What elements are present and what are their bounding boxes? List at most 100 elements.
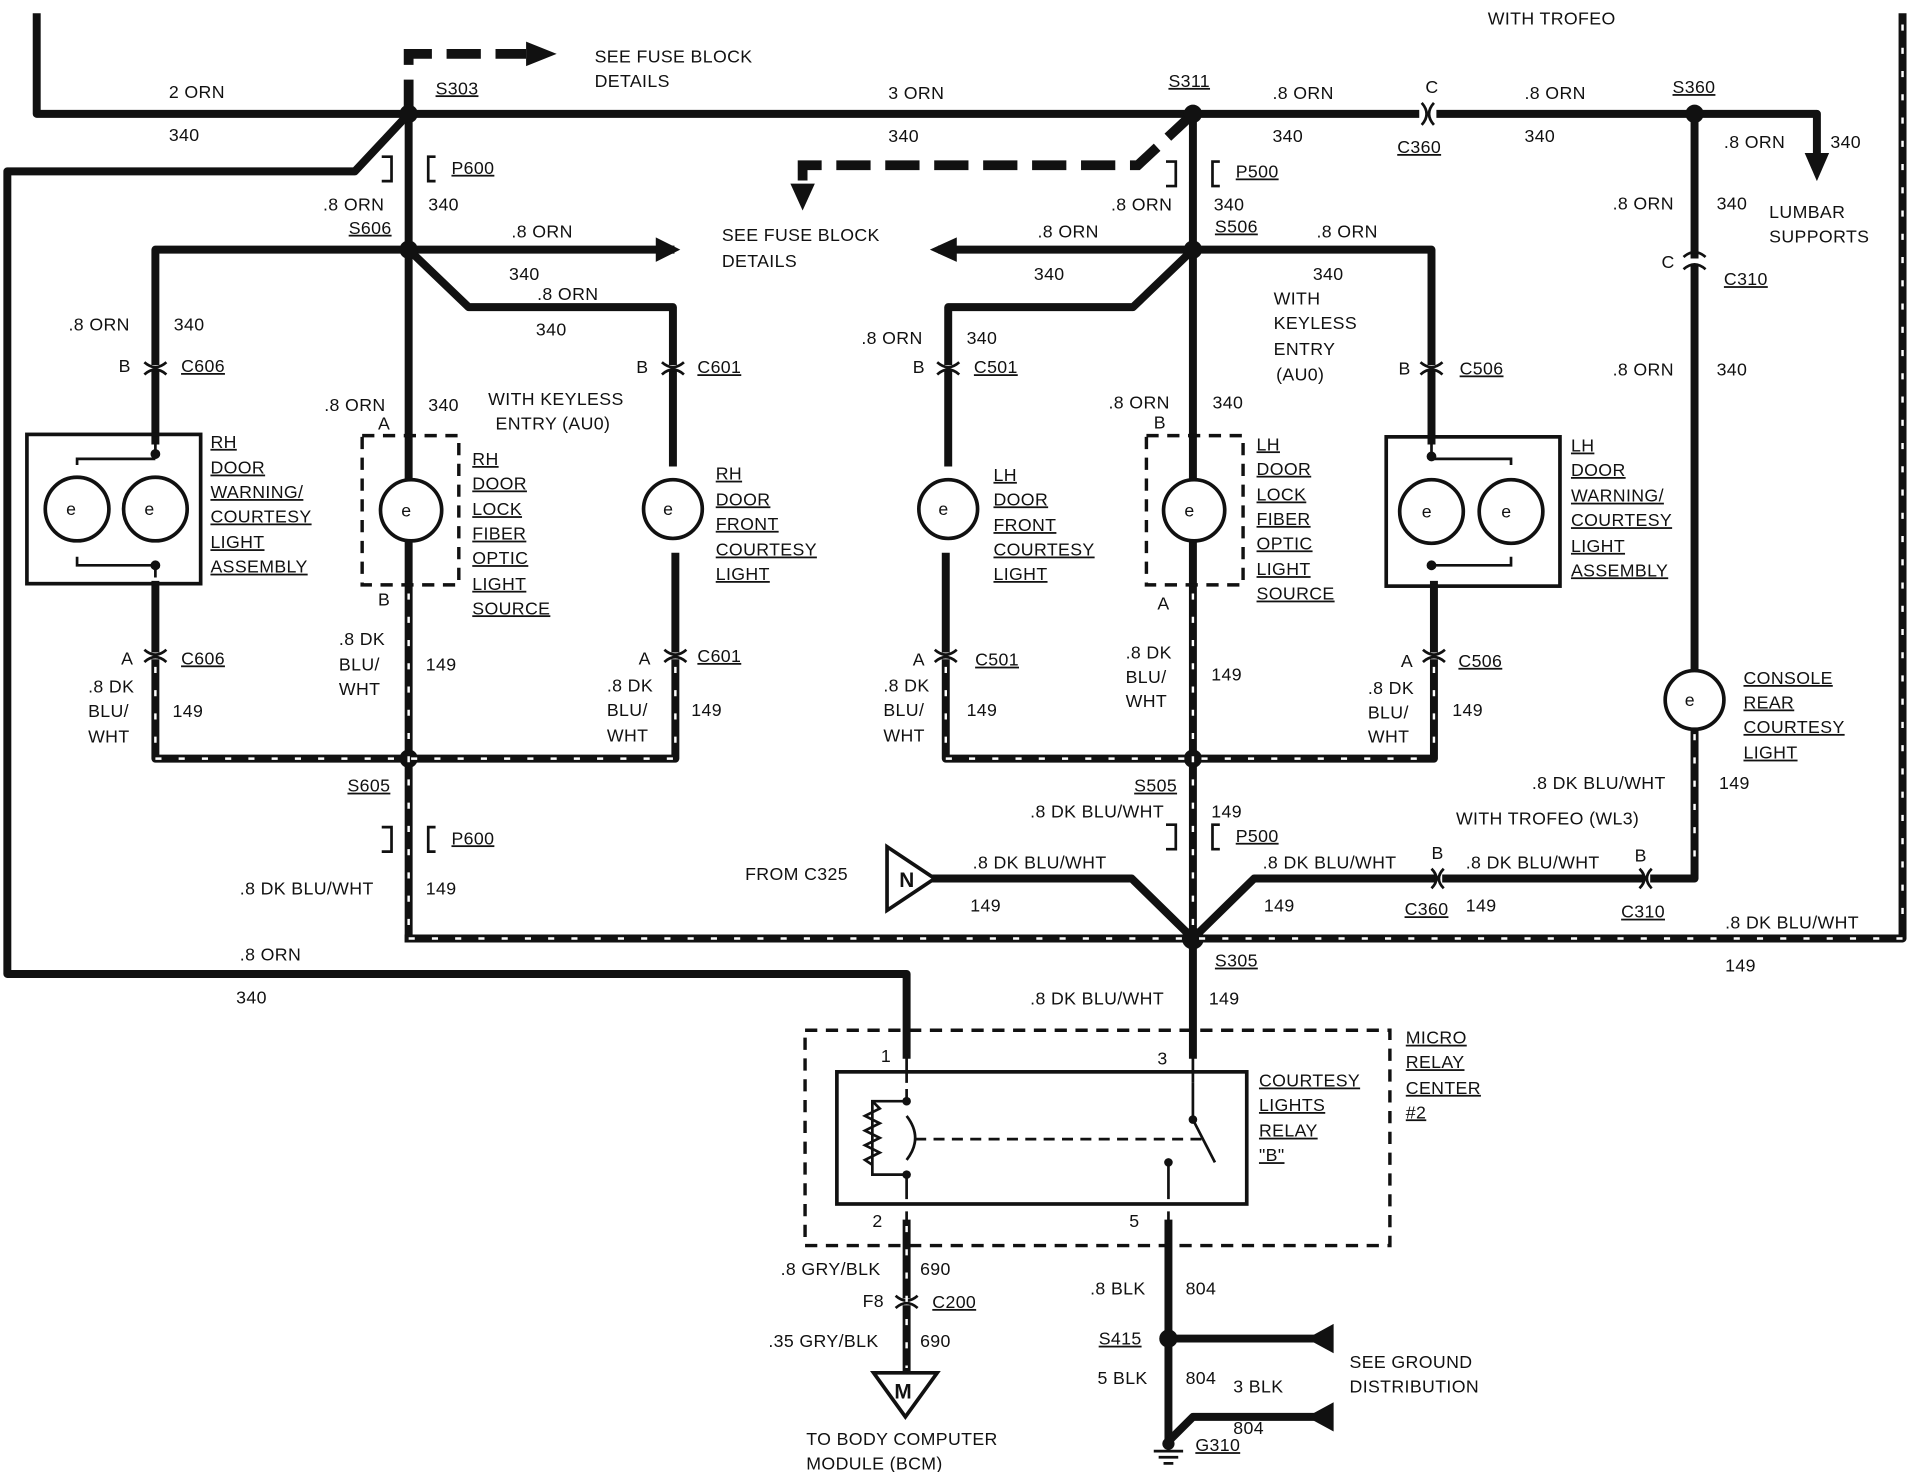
wire-label: WHT: [1368, 727, 1409, 747]
fuse-block-label: SEE FUSE BLOCK: [722, 225, 880, 245]
wire-label: .8 ORN: [324, 395, 385, 415]
connector-c501-bottom: [933, 648, 958, 664]
micro-relay-center: [803, 1028, 1392, 1248]
bulb-icon: [1161, 477, 1227, 543]
wire-label: WHT: [607, 726, 648, 746]
pin-label: A: [121, 648, 133, 668]
shield-marks: [154, 24, 1904, 1368]
arrow-lumbar: [1804, 153, 1830, 182]
svg-text:CONSOLE: CONSOLE: [1743, 668, 1832, 688]
splice-label: S311: [1168, 71, 1210, 91]
wire-label: BLU/: [1126, 667, 1167, 687]
svg-text:e: e: [938, 499, 948, 519]
wire-label: .8 ORN: [1724, 132, 1785, 152]
wire-s506-c501: [944, 244, 1199, 365]
with-trofeo-wl3-label: WITH TROFEO (WL3): [1456, 809, 1639, 829]
connector-label: C501: [974, 357, 1018, 377]
svg-text:OPTIC: OPTIC: [472, 548, 528, 568]
splice-label: S303: [436, 78, 479, 98]
arrow-ground-dist: [1306, 1323, 1334, 1354]
svg-text:LIGHT: LIGHT: [210, 532, 264, 552]
svg-text:FIBER: FIBER: [1257, 509, 1311, 529]
lh-warning-light-assembly: e e: [1384, 435, 1562, 588]
circuit-label: 149: [173, 701, 204, 721]
splice-dots: [399, 104, 1704, 1348]
wire-label: .8 GRY/BLK: [781, 1259, 881, 1279]
wire-label: 2 ORN: [169, 82, 225, 102]
rh-warning-box: [25, 432, 203, 586]
svg-text:DOOR: DOOR: [993, 489, 1048, 509]
svg-text:RELAY: RELAY: [1259, 1121, 1318, 1141]
svg-text:COURTESY: COURTESY: [716, 540, 817, 560]
lumbar-label: LUMBAR: [1769, 202, 1845, 222]
circuit-label: 690: [920, 1259, 951, 1279]
connector-label: P500: [1236, 826, 1279, 846]
connector-label: C501: [975, 650, 1019, 670]
svg-text:LIGHT: LIGHT: [993, 564, 1047, 584]
svg-text:LIGHT: LIGHT: [1743, 743, 1797, 763]
wire-label: .8 ORN: [1524, 83, 1585, 103]
circuit-label: 149: [967, 700, 998, 720]
splice-s360: [1685, 104, 1704, 124]
relay-coil-icon: [862, 1100, 883, 1166]
connector-c310-top: [1682, 250, 1707, 271]
circuit-label: 340: [169, 125, 200, 145]
circuit-label: 149: [1264, 896, 1295, 916]
wire-label: .8 DK: [1368, 678, 1414, 698]
lh-warning-box: [1384, 435, 1562, 588]
circuit-label: 340: [1717, 360, 1748, 380]
circuit-label: 149: [426, 655, 457, 675]
bulb-icon: [43, 475, 111, 543]
svg-text:COURTESY: COURTESY: [1743, 717, 1844, 737]
arrow-fuse-top: [526, 41, 557, 67]
connector-p600-top: [381, 155, 436, 183]
svg-text:LH: LH: [1571, 436, 1594, 456]
pin-label: B: [378, 590, 390, 610]
wire-label: .8 ORN: [861, 328, 922, 348]
arrow-ground-dist-2: [1306, 1402, 1334, 1432]
circuit-label: 149: [1211, 664, 1242, 684]
wire-upper-stubs: [151, 369, 1436, 467]
connector-c360-top: [1420, 101, 1435, 126]
with-trofeo-label: WITH TROFEO: [1488, 9, 1616, 29]
dashed-fuse-mid: [797, 110, 1197, 184]
connector-label: C601: [697, 646, 741, 666]
svg-text:COURTESY: COURTESY: [210, 506, 311, 526]
wire-label: 3 ORN: [888, 83, 944, 103]
wire-label: .8 BLK: [1090, 1279, 1145, 1299]
connector-label: C506: [1460, 358, 1504, 378]
wire-label: .8 ORN: [240, 945, 301, 965]
keyless-note: ENTRY: [1274, 339, 1336, 359]
keyless-note: ENTRY (AU0): [496, 414, 611, 434]
splice-s415: [1159, 1329, 1178, 1348]
connector-label: G310: [1195, 1435, 1240, 1455]
splice-label: S505: [1134, 776, 1177, 796]
pin-label: A: [1157, 593, 1169, 613]
wire-to-lumbar: [1690, 109, 1821, 161]
circuit-label: 340: [1524, 126, 1555, 146]
fuse-block-label: DETAILS: [722, 251, 797, 271]
circuit-label: 690: [920, 1331, 951, 1351]
svg-text:e: e: [1184, 500, 1194, 520]
svg-text:COURTESY: COURTESY: [993, 540, 1094, 560]
bulb-icon: [378, 477, 444, 543]
rh-lock-fiber-optic-source: e: [360, 433, 461, 587]
wire-label: .35 GRY/BLK: [768, 1331, 878, 1351]
svg-text:e: e: [1422, 502, 1432, 522]
svg-text:e: e: [66, 499, 76, 519]
wire-label: .8 DK: [1126, 642, 1172, 662]
svg-text:RH: RH: [210, 432, 236, 452]
svg-text:LIGHT: LIGHT: [1571, 536, 1625, 556]
svg-text:LOCK: LOCK: [1257, 484, 1307, 504]
lumbar-label: SUPPORTS: [1769, 226, 1869, 246]
wire-label: .8 ORN: [1316, 221, 1377, 241]
bulb-icon: [121, 475, 190, 543]
circuit-label: 340: [1034, 264, 1065, 284]
ground-dist-label: DISTRIBUTION: [1350, 1376, 1480, 1396]
lh-lock-dashed-box: [1144, 433, 1245, 587]
circuit-label: 340: [967, 328, 998, 348]
wire-label: WHT: [883, 726, 924, 746]
keyless-note: KEYLESS: [1274, 313, 1357, 333]
wire-label: BLU/: [607, 700, 648, 720]
